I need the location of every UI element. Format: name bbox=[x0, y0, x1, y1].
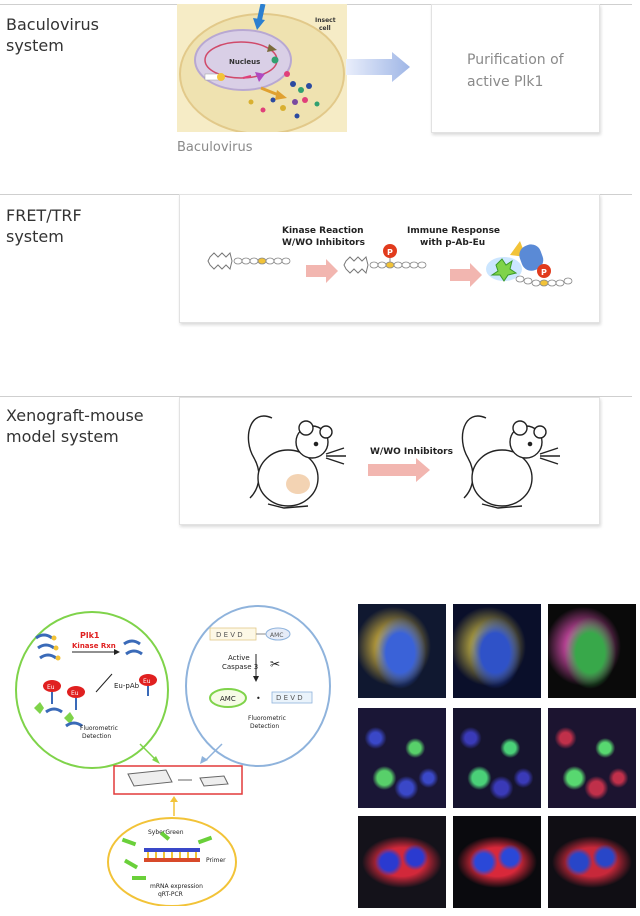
fluoro-detection-left: Fluorometric bbox=[80, 725, 118, 732]
eu-pab-label: Eu-pAb bbox=[114, 682, 140, 690]
baculovirus-diagram: Nucleus Insect cell bbox=[177, 4, 347, 132]
micrograph-tile bbox=[548, 708, 636, 808]
scissors-icon: ✂ bbox=[270, 657, 280, 671]
fret-card: Kinase Reaction W/WO Inhibitors Immune R… bbox=[179, 194, 600, 323]
label-line: Xenograft-mouse bbox=[6, 406, 144, 425]
micrograph-tile bbox=[548, 816, 636, 908]
substrate-peptide bbox=[207, 252, 291, 270]
p-ab-eu-label: with p-Ab-Eu bbox=[420, 238, 485, 248]
cell-label: Insect bbox=[315, 17, 336, 24]
micrograph-tile bbox=[358, 708, 446, 808]
amc-product: AMC bbox=[220, 695, 236, 703]
result-line: active Plk1 bbox=[467, 74, 544, 90]
virus-entry-arrow bbox=[256, 4, 266, 23]
svg-text:P: P bbox=[541, 268, 547, 277]
xenograft-card: W/WO Inhibitors bbox=[179, 397, 600, 525]
fluoro-detection-right: Fluorometric bbox=[248, 715, 286, 722]
immune-response-label: Immune Response bbox=[407, 226, 500, 236]
fluoro-detection-left-2: Detection bbox=[82, 733, 111, 740]
section-label-baculovirus: Baculovirus system bbox=[6, 14, 99, 56]
eu-tags: Eu Eu Eu bbox=[43, 674, 157, 698]
baculovirus-arrow bbox=[346, 52, 410, 82]
baculovirus-caption: Baculovirus bbox=[177, 140, 253, 155]
caspase-label-2: Caspase 3 bbox=[222, 663, 258, 671]
svg-text:P: P bbox=[387, 248, 393, 257]
micrograph-tile bbox=[453, 708, 541, 808]
devd-product: D E V D bbox=[276, 694, 303, 702]
antibody-complex: P bbox=[486, 241, 573, 287]
fluoro-detection-right-2: Detection bbox=[250, 723, 279, 730]
label-line: Baculovirus bbox=[6, 15, 99, 34]
fret-diagram: Kinase Reaction W/WO Inhibitors Immune R… bbox=[207, 226, 573, 287]
micrograph-tile bbox=[358, 816, 446, 908]
devd-substrate: D E V D bbox=[216, 631, 243, 639]
plate-reader-icon bbox=[127, 769, 229, 787]
svg-text:Eu: Eu bbox=[47, 684, 55, 691]
fret-arrow-1 bbox=[306, 259, 338, 283]
micrograph-tile bbox=[453, 604, 541, 698]
result-line: Purification of bbox=[467, 52, 564, 68]
caspase-label-1: Active bbox=[228, 654, 250, 662]
plk1-label: Plk1 bbox=[80, 631, 100, 640]
xenograft-arrow bbox=[368, 458, 430, 482]
cell-label-2: cell bbox=[319, 25, 331, 32]
assay-diagram: Plk1 Kinase Rxn Eu-pAb Eu Eu Eu Fluorome… bbox=[15, 605, 331, 906]
section-label-xenograft: Xenograft-mouse model system bbox=[6, 405, 144, 447]
purification-card: Purification of active Plk1 bbox=[431, 4, 600, 133]
micrograph-tile bbox=[548, 604, 636, 698]
xenograft-arrow-label: W/WO Inhibitors bbox=[370, 447, 453, 457]
kinase-rxn-label: Kinase Rxn bbox=[72, 642, 116, 650]
fret-arrow-2 bbox=[450, 263, 482, 287]
label-line: FRET/TRF bbox=[6, 206, 82, 225]
label-line: system bbox=[6, 36, 64, 55]
section-label-fret: FRET/TRF system bbox=[6, 205, 82, 247]
caspase-assay-circle bbox=[185, 605, 331, 767]
qrt-pcr-label: qRT-PCR bbox=[158, 891, 183, 898]
label-line: system bbox=[6, 227, 64, 246]
mouse-icon bbox=[461, 415, 560, 509]
mouse-icon bbox=[247, 415, 346, 509]
sybergreen-label: SyberGreen bbox=[148, 829, 184, 836]
label-line: model system bbox=[6, 427, 119, 446]
amc-label: AMC bbox=[270, 632, 283, 639]
nucleus-label: Nucleus bbox=[229, 58, 260, 66]
purification-text: Purification of active Plk1 bbox=[467, 49, 564, 93]
svg-text:Eu: Eu bbox=[71, 690, 79, 697]
kinase-reaction-label: Kinase Reaction bbox=[282, 226, 364, 236]
svg-text:Eu: Eu bbox=[143, 678, 151, 685]
phosphorylated-peptide: P bbox=[343, 244, 427, 274]
plus-dot: • bbox=[256, 694, 261, 703]
micrograph-tile bbox=[358, 604, 446, 698]
xenograft-diagram: W/WO Inhibitors bbox=[247, 415, 560, 509]
section-divider bbox=[0, 396, 632, 397]
kinase-inhibitors-label: W/WO Inhibitors bbox=[282, 238, 365, 248]
dna-strand bbox=[144, 848, 200, 862]
micrograph-tile bbox=[453, 816, 541, 908]
primer-label: Primer bbox=[206, 857, 226, 864]
micrograph-grid bbox=[358, 604, 636, 910]
mrna-expression-label: mRNA expression bbox=[150, 883, 203, 890]
